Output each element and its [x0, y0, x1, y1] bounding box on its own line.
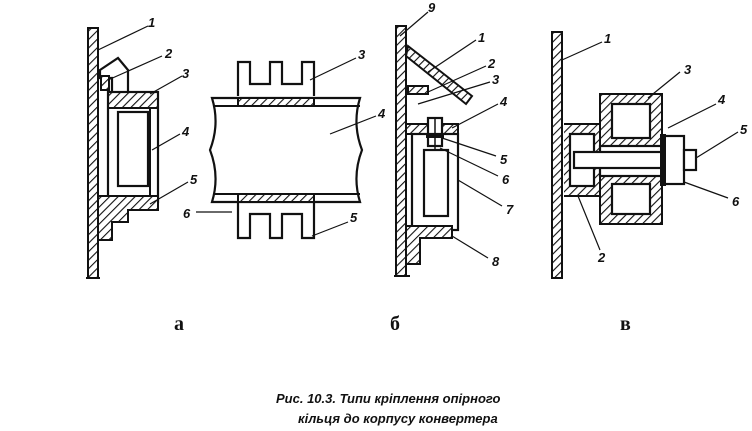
sublabel-a: а — [174, 313, 184, 335]
ring-bottom-flange-a — [97, 195, 159, 241]
panel-b-labels: 9 1 2 3 4 5 6 7 8 — [428, 0, 514, 269]
panel-v-drawing — [551, 31, 698, 279]
sublabel-b: б — [390, 313, 400, 335]
label-v-2: 2 — [597, 250, 606, 265]
label-v-4: 4 — [717, 92, 726, 107]
converter-shell-a — [87, 27, 99, 279]
panel-a-labels: 1 2 3 4 5 6 3 4 5 — [148, 15, 386, 225]
ring-cavity-a — [116, 110, 150, 188]
label-a-1: 1 — [148, 15, 155, 30]
leader-lines — [97, 11, 739, 259]
label-v-1: 1 — [604, 31, 611, 46]
sublabel-v: в — [620, 313, 631, 335]
label-a-4: 4 — [181, 124, 190, 139]
panel-a-drawing — [86, 27, 160, 279]
label-v-3: 3 — [684, 62, 692, 77]
subfigure-labels: а б в — [174, 313, 631, 335]
pin-a — [100, 75, 110, 91]
panel-b-drawing — [394, 25, 474, 277]
label-b-5: 5 — [500, 152, 508, 167]
label-b-6: 6 — [502, 172, 510, 187]
label-a-2: 2 — [164, 46, 173, 61]
label-b-4: 4 — [499, 94, 508, 109]
panel-v-labels: 1 3 4 5 6 2 — [597, 31, 748, 265]
label-v-6: 6 — [732, 194, 740, 209]
converter-shell-v — [551, 31, 563, 279]
bottom-support-b — [405, 225, 453, 265]
converter-shell-b — [395, 25, 407, 277]
label-a-section-4: 4 — [377, 106, 386, 121]
label-b-1: 1 — [478, 30, 485, 45]
label-a-6: 6 — [183, 206, 191, 221]
label-b-3: 3 — [492, 72, 500, 87]
caption-line-1: Рис. 10.3. Типи кріплення опірного — [276, 391, 501, 406]
label-a-5: 5 — [190, 172, 198, 187]
ring-section-body — [208, 96, 364, 204]
label-b-9: 9 — [428, 0, 436, 15]
label-b-2: 2 — [487, 56, 496, 71]
label-b-8: 8 — [492, 254, 500, 269]
label-a-section-5: 5 — [350, 210, 358, 225]
caption-line-2: кільця до корпусу конвертера — [298, 411, 498, 426]
label-b-7: 7 — [506, 202, 514, 217]
panel-a-section — [208, 60, 364, 240]
label-v-5: 5 — [740, 122, 748, 137]
label-a-3: 3 — [182, 66, 190, 81]
figure-caption: Рис. 10.3. Типи кріплення опірного кільц… — [276, 391, 501, 426]
heat-shield-b — [404, 44, 474, 106]
label-a-section-3: 3 — [358, 47, 366, 62]
